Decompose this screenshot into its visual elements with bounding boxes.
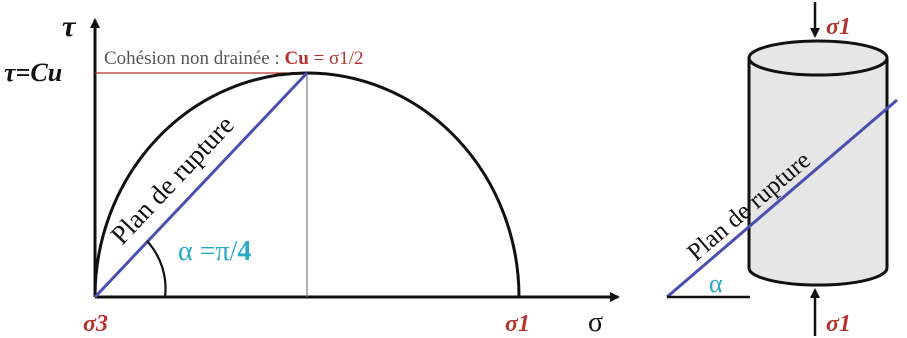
cohesion-equation: = σ1/2	[309, 48, 364, 69]
alpha-prefix: α =π/	[178, 236, 238, 267]
sigma3-label: σ3	[83, 311, 108, 337]
cohesion-prefix: Cohésion non drainée :	[104, 48, 284, 69]
mohr-circle-panel: τ τ=Cu Cohésion non drainée : Cu = σ1/2 …	[4, 10, 620, 338]
tau-axis-label: τ	[62, 10, 77, 43]
specimen-alpha-label: α	[709, 269, 723, 298]
specimen-plane-line	[666, 98, 898, 299]
failure-plane-line	[93, 71, 309, 299]
sigma1-label: σ1	[505, 311, 530, 337]
specimen-panel: σ1 σ1 Plan de rupture α	[666, 2, 898, 337]
cohesion-cu: Cu	[284, 48, 309, 69]
specimen-sigma1-top: σ1	[826, 14, 851, 40]
specimen-sigma1-bottom: σ1	[826, 311, 851, 337]
alpha-arc	[146, 240, 167, 298]
alpha-denominator: 4	[237, 236, 251, 267]
tau-cu-label: τ=Cu	[4, 58, 62, 87]
cohesion-label: Cohésion non drainée : Cu = σ1/2	[104, 48, 364, 69]
alpha-label: α =π/4	[178, 236, 251, 267]
sigma-axis-label: σ	[588, 307, 603, 338]
cylinder-top	[747, 39, 889, 77]
cylinder-body	[747, 58, 889, 287]
